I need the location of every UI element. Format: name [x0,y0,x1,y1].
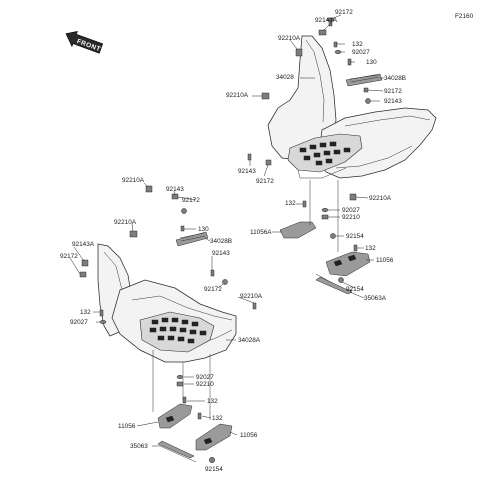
front-arrow-icon: FRONT [65,31,104,54]
right-hardware [247,17,371,283]
label-92154-left: 92154 [205,466,223,473]
label-92172-r: 92172 [384,88,402,95]
label-92210-mid: 92210 [342,214,360,221]
label-92172-c: 92172 [204,286,222,293]
label-92154-a: 92154 [346,233,364,240]
label-132-a: 132 [80,309,91,316]
label-92143a: 92143A [315,17,338,24]
label-92027-mid: 92027 [342,207,360,214]
label-92210a-b: 92210A [114,219,137,226]
label-92210a-c: 92210A [240,293,263,300]
label-92172-low: 92172 [256,178,274,185]
label-34028a: 34028A [238,337,261,344]
label-92210-left: 92210 [196,381,214,388]
label-35063a: 35063A [364,295,387,302]
label-35063: 35063 [130,443,148,450]
right-footrest-assembly [267,35,437,295]
label-11056-a: 11056 [118,423,136,430]
left-part-labels: 92210A 92143 92172 92210A 130 34028B 921… [60,177,263,473]
label-132: 132 [352,41,363,48]
label-92172-b: 92172 [60,253,78,260]
label-92172-a: 92172 [182,197,200,204]
label-92210a-mid: 92210A [226,92,249,99]
label-92210a-r2: 92210A [369,195,392,202]
label-92143-a: 92143 [166,186,184,193]
label-132-c: 132 [212,415,223,422]
label-92154-b: 92154 [346,286,364,293]
label-11056-r: 11056 [376,257,394,264]
left-hardware [79,185,257,464]
label-11056-b: 11056 [240,432,258,439]
label-11056a: 11056A [250,229,272,236]
label-130: 130 [366,59,377,66]
label-130-left: 130 [198,226,209,233]
label-92027-b: 92027 [196,374,214,381]
label-132-mid: 132 [285,200,296,207]
right-part-labels: 92172 92143A 92210A 132 92027 34028 130 … [226,9,406,302]
label-34028b-left: 34028B [210,238,232,245]
label-92143-low: 92143 [238,168,256,175]
label-34028: 34028 [276,74,294,81]
label-92027-a: 92027 [70,319,88,326]
label-132-b: 132 [365,245,376,252]
label-132-b-left: 132 [207,398,218,405]
label-92027: 92027 [352,49,370,56]
label-92143-b: 92143 [212,250,230,257]
label-92210a: 92210A [278,35,301,42]
left-footrest-assembly [97,231,237,463]
label-34028b: 34028B [384,75,406,82]
figure-number: F2160 [455,13,474,20]
label-92172: 92172 [335,9,353,16]
label-92143-r: 92143 [384,98,402,105]
label-92210a-a: 92210A [122,177,145,184]
label-92143a-left: 92143A [72,241,95,248]
leader-lines [69,14,384,447]
